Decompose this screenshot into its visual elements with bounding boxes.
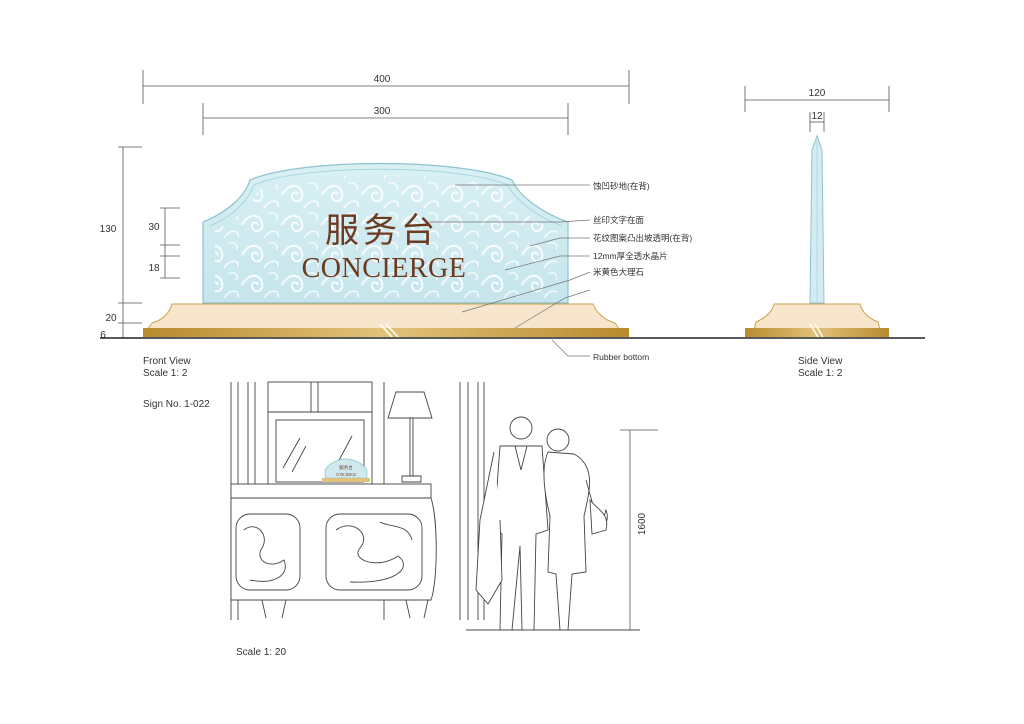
side-dim-120: 120 [809, 88, 826, 99]
concierge-desk [230, 483, 437, 619]
swirl-pattern [215, 175, 557, 300]
base-highlight [379, 323, 399, 338]
context-view: 服务台 CONCIERGE [230, 381, 658, 631]
side-dim-12: 12 [811, 111, 823, 122]
callout-pattern-back: 花纹图案凸出坡透明(在背) [593, 233, 692, 243]
front-view: 400 300 130 30 18 20 6 [100, 70, 925, 410]
callout-crystal: 12mm厚全透水晶片 [593, 251, 668, 261]
dim-label-300: 300 [374, 106, 391, 117]
context-scale: Scale 1: 20 [236, 647, 286, 658]
callout-rubber: Rubber bottom [593, 352, 649, 362]
gold-trim [143, 328, 629, 337]
side-view: 120 12 Side View Scale 1: 2 [744, 86, 890, 379]
front-view-scale: Scale 1: 2 [143, 368, 188, 379]
table-lamp [387, 391, 433, 483]
mini-sign-english: CONCIERGE [336, 473, 357, 477]
dim-label-18: 18 [148, 263, 160, 274]
callout-print-front: 丝印文字在面 [593, 215, 645, 225]
dim-label-130: 130 [100, 224, 117, 235]
dim-label-6: 6 [100, 330, 106, 341]
dimension-1600 [620, 429, 658, 630]
mini-sign [322, 458, 370, 482]
side-view-caption: Side View [798, 356, 843, 367]
mini-sign-chinese: 服务台 [339, 464, 353, 471]
dim-label-20: 20 [105, 313, 117, 324]
callout-etched-back: 蚀凹砂地(在背) [593, 181, 650, 191]
sign-english-text: CONCIERGE [302, 253, 467, 284]
callout-leaders [430, 184, 591, 357]
sign-number: Sign No. 1-022 [143, 399, 210, 410]
people-figures [466, 416, 640, 631]
callout-marble: 米黄色大理石 [593, 267, 644, 277]
dimension-400 [142, 70, 630, 104]
dim-label-30: 30 [148, 222, 160, 233]
dim-label-400: 400 [374, 74, 391, 85]
side-view-scale: Scale 1: 2 [798, 368, 843, 379]
front-view-caption: Front View [143, 356, 191, 367]
dim-label-1600: 1600 [637, 512, 648, 535]
panel-inner-edge [209, 168, 563, 227]
dimension-300 [202, 103, 569, 135]
side-gold-trim [745, 328, 889, 337]
sign-chinese-text: 服务台 [325, 211, 439, 251]
